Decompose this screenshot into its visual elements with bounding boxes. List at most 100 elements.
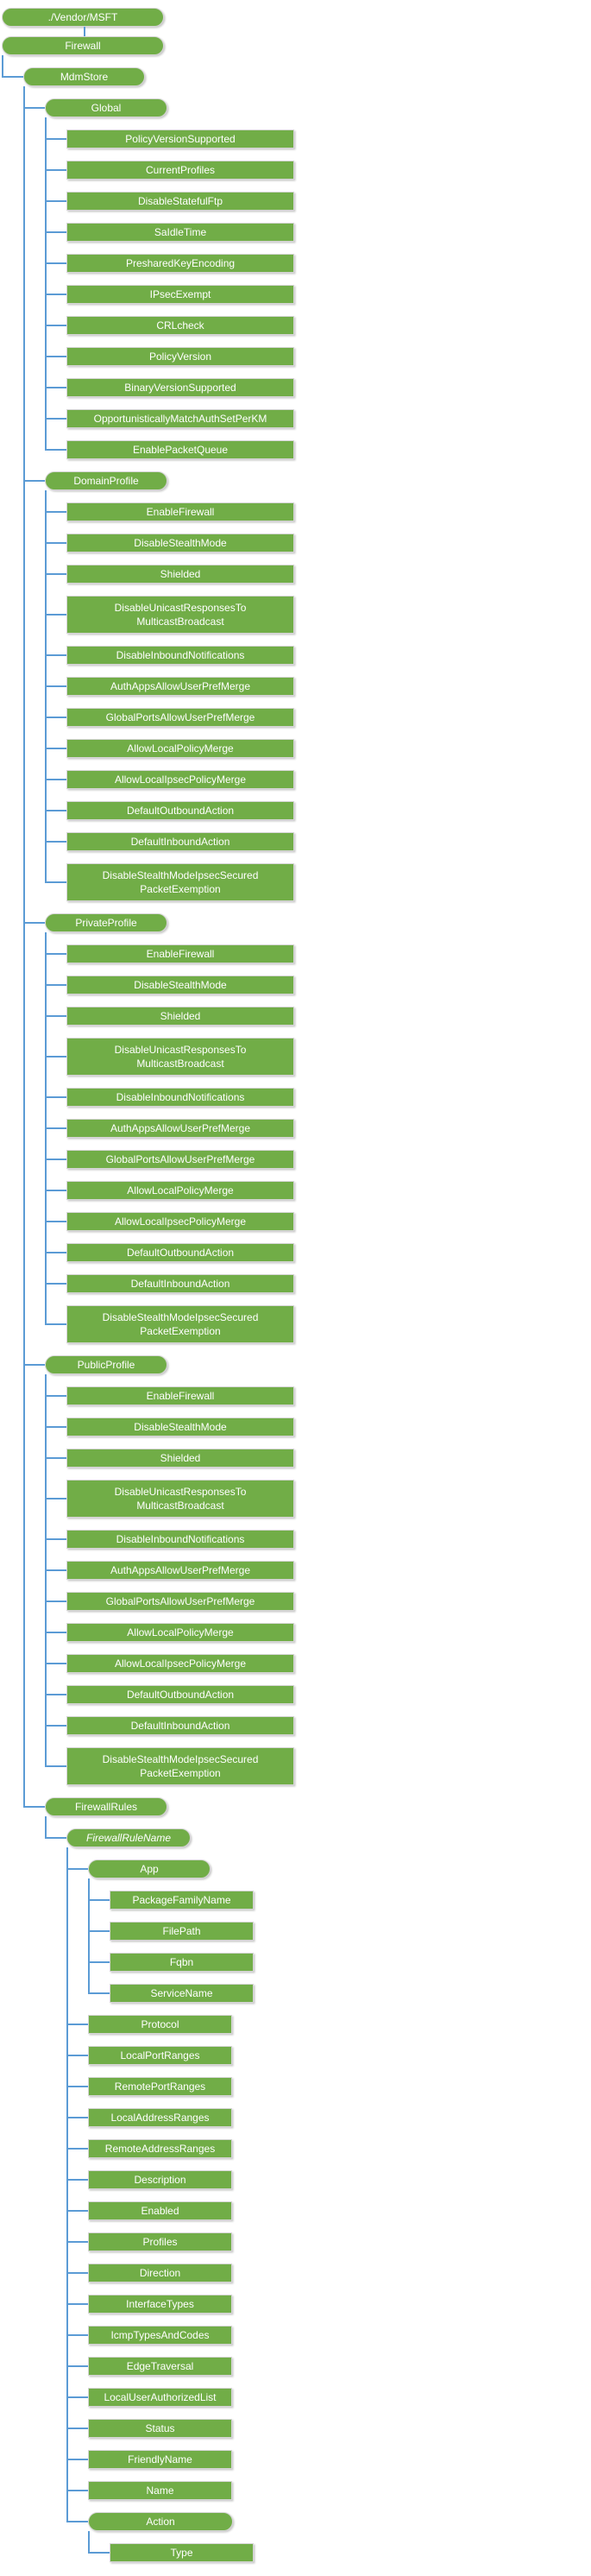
tree-node: Type bbox=[88, 2531, 591, 2562]
firewall-csp-tree-diagram: ./Vendor/MSFT Firewall MdmStore Global P… bbox=[2, 8, 591, 2562]
node-opportunistically-match-auth-set-per-km: OpportunisticallyMatchAuthSetPerKM bbox=[66, 409, 294, 428]
node-policy-version: PolicyVersion bbox=[66, 347, 294, 366]
node-allow-local-ipsec-policy-merge: AllowLocalIpsecPolicyMerge bbox=[66, 1212, 294, 1231]
tree-node: DefaultInboundAction bbox=[45, 1262, 591, 1293]
tree-node: Name bbox=[66, 2469, 591, 2500]
tree-node: LocalUserAuthorizedList bbox=[66, 2376, 591, 2407]
node-allow-local-policy-merge: AllowLocalPolicyMerge bbox=[66, 1623, 294, 1642]
node-policy-version-supported: PolicyVersionSupported bbox=[66, 129, 294, 148]
tree-node: LocalAddressRanges bbox=[66, 2096, 591, 2127]
tree-node: AllowLocalIpsecPolicyMerge bbox=[45, 1642, 591, 1673]
node-icmp-types-and-codes: IcmpTypesAndCodes bbox=[88, 2326, 232, 2345]
node-local-user-authorized-list: LocalUserAuthorizedList bbox=[88, 2388, 232, 2407]
tree-node: PolicyVersionSupported bbox=[45, 117, 591, 148]
node-package-family-name: PackageFamilyName bbox=[110, 1891, 254, 1910]
node-type: Type bbox=[110, 2543, 254, 2562]
branch-public-profile: PublicProfile EnableFirewall DisableStea… bbox=[23, 1343, 591, 1785]
node-action: Action bbox=[88, 2512, 233, 2531]
tree-node: RemoteAddressRanges bbox=[66, 2127, 591, 2158]
mdmstore-children: Global PolicyVersionSupported CurrentPro… bbox=[23, 86, 591, 2562]
tree-node: IPsecExempt bbox=[45, 273, 591, 304]
node-disable-stealth-mode: DisableStealthMode bbox=[66, 975, 294, 994]
node-local-port-ranges: LocalPortRanges bbox=[88, 2046, 232, 2065]
tree-node: DefaultOutboundAction bbox=[45, 1673, 591, 1704]
tree-node: GlobalPortsAllowUserPrefMerge bbox=[45, 1138, 591, 1169]
tree-node: DisableInboundNotifications bbox=[45, 1076, 591, 1107]
tree-node: Shielded bbox=[45, 552, 591, 584]
tree-node: EnableFirewall bbox=[45, 1374, 591, 1405]
branch-app: App PackageFamilyName FilePath Fqbn Serv… bbox=[66, 1847, 591, 2003]
tree-node: Direction bbox=[66, 2251, 591, 2282]
node-status: Status bbox=[88, 2419, 232, 2438]
node-enable-firewall: EnableFirewall bbox=[66, 502, 294, 521]
branch-action: Action Type bbox=[66, 2500, 591, 2562]
action-children: Type bbox=[88, 2531, 591, 2562]
tree-node: EnableFirewall bbox=[45, 490, 591, 521]
firewall-rules-children: FirewallRuleName App PackageFamilyName F… bbox=[45, 1816, 591, 2562]
node-private-profile: PrivateProfile bbox=[45, 913, 167, 932]
node-global: Global bbox=[45, 98, 167, 117]
branch-firewall-rules: FirewallRules FirewallRuleName App Packa… bbox=[23, 1785, 591, 2562]
node-disable-stealth-mode-ipsec-exemption: DisableStealthModeIpsecSecured PacketExe… bbox=[66, 1747, 294, 1785]
domain-profile-children: EnableFirewall DisableStealthMode Shield… bbox=[45, 490, 591, 901]
node-app: App bbox=[88, 1859, 211, 1878]
tree-node: AllowLocalIpsecPolicyMerge bbox=[45, 1200, 591, 1231]
tree-node: BinaryVersionSupported bbox=[45, 366, 591, 397]
node-profiles: Profiles bbox=[88, 2232, 232, 2251]
tree-node: DefaultOutboundAction bbox=[45, 1231, 591, 1262]
tree-node: Fqbn bbox=[88, 1941, 591, 1972]
node-default-outbound-action: DefaultOutboundAction bbox=[66, 1685, 294, 1704]
tree-node: AllowLocalIpsecPolicyMerge bbox=[45, 758, 591, 789]
tree-node: DisableStealthModeIpsecSecured PacketExe… bbox=[45, 1735, 591, 1785]
node-mdmstore: MdmStore bbox=[23, 67, 145, 86]
tree-node: DisableStealthModeIpsecSecured PacketExe… bbox=[45, 1293, 591, 1343]
node-auth-apps-allow-user-pref-merge: AuthAppsAllowUserPrefMerge bbox=[66, 1119, 294, 1138]
tree-node: DefaultInboundAction bbox=[45, 820, 591, 851]
node-default-inbound-action: DefaultInboundAction bbox=[66, 1274, 294, 1293]
tree-node: DisableStealthMode bbox=[45, 1405, 591, 1436]
tree-node: Shielded bbox=[45, 1436, 591, 1468]
node-disable-stealth-mode-ipsec-exemption: DisableStealthModeIpsecSecured PacketExe… bbox=[66, 1305, 294, 1343]
tree-node: Profiles bbox=[66, 2220, 591, 2251]
global-children: PolicyVersionSupported CurrentProfiles D… bbox=[45, 117, 591, 459]
branch-domain-profile: DomainProfile EnableFirewall DisableStea… bbox=[23, 459, 591, 901]
tree-node: AllowLocalPolicyMerge bbox=[45, 1169, 591, 1200]
node-default-outbound-action: DefaultOutboundAction bbox=[66, 1243, 294, 1262]
tree-node: GlobalPortsAllowUserPrefMerge bbox=[45, 696, 591, 727]
node-fqbn: Fqbn bbox=[110, 1953, 254, 1972]
node-firewall-rule-name: FirewallRuleName bbox=[66, 1828, 191, 1847]
tree-node: AuthAppsAllowUserPrefMerge bbox=[45, 1107, 591, 1138]
node-auth-apps-allow-user-pref-merge: AuthAppsAllowUserPrefMerge bbox=[66, 677, 294, 696]
firewall-children: MdmStore Global PolicyVersionSupported C… bbox=[2, 55, 591, 2562]
tree-node: DisableStealthMode bbox=[45, 521, 591, 552]
tree-node: GlobalPortsAllowUserPrefMerge bbox=[45, 1580, 591, 1611]
tree-node: AllowLocalPolicyMerge bbox=[45, 1611, 591, 1642]
node-allow-local-policy-merge: AllowLocalPolicyMerge bbox=[66, 739, 294, 758]
tree-node: DefaultInboundAction bbox=[45, 1704, 591, 1735]
node-default-inbound-action: DefaultInboundAction bbox=[66, 832, 294, 851]
branch-mdmstore: MdmStore Global PolicyVersionSupported C… bbox=[2, 55, 591, 2562]
node-protocol: Protocol bbox=[88, 2015, 232, 2034]
tree-node: DisableInboundNotifications bbox=[45, 634, 591, 665]
node-allow-local-ipsec-policy-merge: AllowLocalIpsecPolicyMerge bbox=[66, 1654, 294, 1673]
tree-node: DisableInboundNotifications bbox=[45, 1518, 591, 1549]
node-service-name: ServiceName bbox=[110, 1984, 254, 2003]
node-disable-stateful-ftp: DisableStatefulFtp bbox=[66, 192, 294, 211]
node-global-ports-allow-user-pref-merge: GlobalPortsAllowUserPrefMerge bbox=[66, 1592, 294, 1611]
tree-node: Enabled bbox=[66, 2189, 591, 2220]
branch-private-profile: PrivateProfile EnableFirewall DisableSte… bbox=[23, 901, 591, 1343]
node-shielded: Shielded bbox=[66, 565, 294, 584]
node-domain-profile: DomainProfile bbox=[45, 471, 167, 490]
node-disable-stealth-mode: DisableStealthMode bbox=[66, 1417, 294, 1436]
node-firewall: Firewall bbox=[2, 36, 164, 55]
tree-node: SaIdleTime bbox=[45, 211, 591, 242]
tree-node: FriendlyName bbox=[66, 2438, 591, 2469]
node-disable-inbound-notifications: DisableInboundNotifications bbox=[66, 1088, 294, 1107]
node-edge-traversal: EdgeTraversal bbox=[88, 2357, 232, 2376]
node-allow-local-policy-merge: AllowLocalPolicyMerge bbox=[66, 1181, 294, 1200]
node-default-outbound-action: DefaultOutboundAction bbox=[66, 801, 294, 820]
tree-node: RemotePortRanges bbox=[66, 2065, 591, 2096]
node-disable-unicast-responses: DisableUnicastResponsesTo MulticastBroad… bbox=[66, 596, 294, 634]
tree-node: EdgeTraversal bbox=[66, 2345, 591, 2376]
node-enable-firewall: EnableFirewall bbox=[66, 944, 294, 963]
